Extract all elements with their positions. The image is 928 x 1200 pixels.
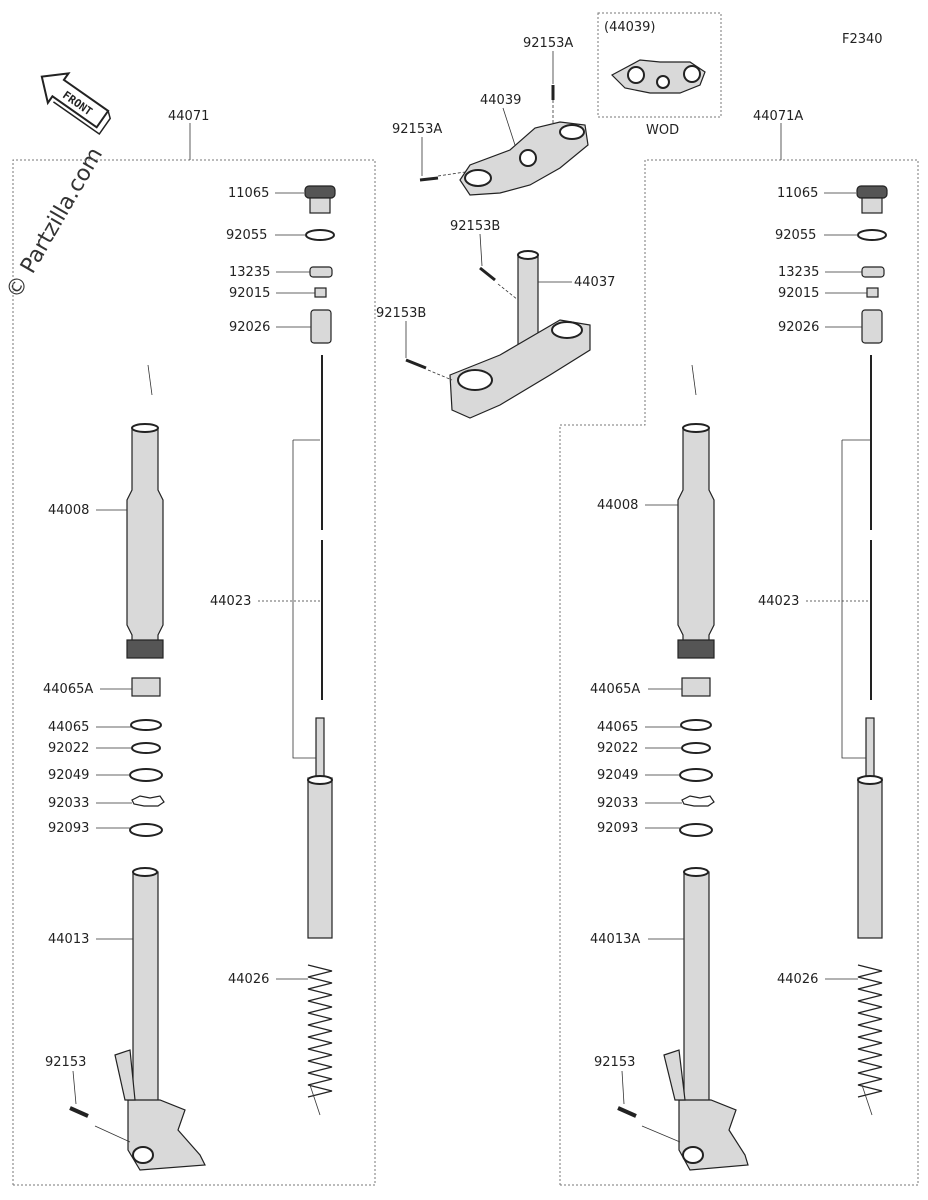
left-label-bolt: 92153 bbox=[45, 1055, 86, 1070]
right-label-oil-seal: 92049 bbox=[597, 768, 638, 783]
right-inner-tube-44013A bbox=[663, 867, 749, 1171]
left-inner-tube-44013 bbox=[114, 867, 206, 1171]
top-label-bolt-a-left: 92153A bbox=[392, 122, 442, 137]
right-label-inner-tube: 44013A bbox=[590, 932, 640, 947]
watermark: © Partzilla.com bbox=[2, 143, 109, 303]
inset-label: (44039) bbox=[604, 20, 656, 35]
right-label-circlip: 92033 bbox=[597, 796, 638, 811]
left-label-inner-tube: 44013 bbox=[48, 932, 89, 947]
top-label-stem: 44037 bbox=[574, 275, 615, 290]
right-cartridge bbox=[857, 777, 883, 939]
right-label-dust-seal: 92093 bbox=[597, 821, 638, 836]
left-label-outer-tube: 44008 bbox=[48, 503, 89, 518]
right-label-oring: 92055 bbox=[775, 228, 816, 243]
top-label-bolt-b-left: 92153B bbox=[376, 306, 426, 321]
right-label-collar: 13235 bbox=[778, 265, 819, 280]
left-label-nut: 92015 bbox=[229, 286, 270, 301]
inset-caption: WOD bbox=[646, 123, 679, 138]
left-label-oring: 92055 bbox=[226, 228, 267, 243]
right-label-outer-tube: 44008 bbox=[597, 498, 638, 513]
top-label-upper-bracket: 44039 bbox=[480, 93, 521, 108]
left-assembly-label: 44071 bbox=[168, 109, 209, 124]
left-label-oil-seal: 92049 bbox=[48, 768, 89, 783]
upper-bracket-44039 bbox=[459, 121, 589, 196]
right-label-rod: 44023 bbox=[758, 594, 799, 609]
figure-code: F2340 bbox=[842, 32, 883, 47]
left-label-collar: 13235 bbox=[229, 265, 270, 280]
right-fork-cap-11065 bbox=[856, 185, 888, 214]
left-fork-cap-11065 bbox=[304, 185, 336, 214]
right-label-bushing: 44065 bbox=[597, 720, 638, 735]
left-outer-tube-44008 bbox=[126, 423, 164, 659]
front-arrow-icon: FRONT bbox=[40, 72, 112, 136]
right-outer-tube-44008 bbox=[677, 423, 715, 659]
left-label-washer: 92022 bbox=[48, 741, 89, 756]
right-label-spring: 44026 bbox=[777, 972, 818, 987]
right-label-washer: 92022 bbox=[597, 741, 638, 756]
right-assembly-label: 44071A bbox=[753, 109, 803, 124]
left-label-spring: 44026 bbox=[228, 972, 269, 987]
left-spring-44026 bbox=[307, 964, 333, 1098]
top-bracket-group: (44039) WOD 9 bbox=[376, 12, 722, 419]
top-label-bolt-a-top: 92153A bbox=[523, 36, 573, 51]
right-fork-assembly: 44071A bbox=[559, 109, 919, 1186]
left-fork-assembly: 44071 bbox=[12, 109, 376, 1186]
right-label-nut: 92015 bbox=[778, 286, 819, 301]
right-label-cap: 11065 bbox=[777, 186, 818, 201]
left-label-bushing: 44065 bbox=[48, 720, 89, 735]
steering-stem-44037 bbox=[449, 250, 591, 419]
inset-bracket bbox=[611, 59, 706, 94]
right-label-bolt: 92153 bbox=[594, 1055, 635, 1070]
left-label-bushing-a: 44065A bbox=[43, 682, 93, 697]
right-spring-44026 bbox=[857, 964, 883, 1098]
right-label-bushing-a: 44065A bbox=[590, 682, 640, 697]
left-label-cap: 11065 bbox=[228, 186, 269, 201]
left-cartridge bbox=[307, 777, 333, 939]
left-label-spacer: 92026 bbox=[229, 320, 270, 335]
top-label-bolt-b-top: 92153B bbox=[450, 219, 500, 234]
left-label-dust-seal: 92093 bbox=[48, 821, 89, 836]
wod-inset bbox=[597, 12, 722, 118]
left-label-rod: 44023 bbox=[210, 594, 251, 609]
right-label-spacer: 92026 bbox=[778, 320, 819, 335]
left-label-circlip: 92033 bbox=[48, 796, 89, 811]
